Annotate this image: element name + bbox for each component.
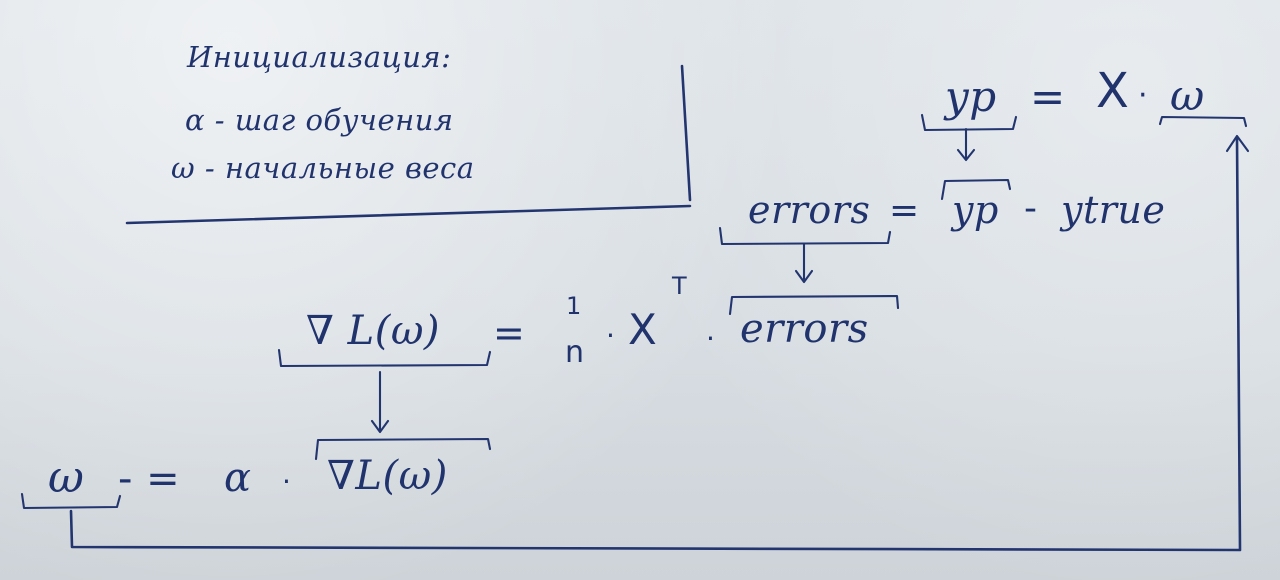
grad-n: n xyxy=(565,335,585,370)
xw-brace xyxy=(1158,115,1248,128)
update-grad-bracket xyxy=(314,437,492,461)
errors-ytrue: ytrue xyxy=(1061,188,1166,232)
grad-equals: = xyxy=(493,311,526,355)
errors-yp-bracket xyxy=(940,178,1012,201)
init-box-right-border xyxy=(680,64,692,202)
grad-errors-bracket xyxy=(728,294,900,316)
yp-down-arrow-head xyxy=(956,148,976,162)
update-w-brace xyxy=(20,492,122,510)
errors-down-arrow-head xyxy=(794,269,814,284)
init-box-bottom-border xyxy=(125,204,692,225)
grad-dot-2: · xyxy=(706,322,716,355)
errors-minus: - xyxy=(1024,188,1038,229)
init-title: Инициализация: xyxy=(187,40,452,74)
update-grad: ∇L(ω) xyxy=(327,453,448,499)
update-alpha: α xyxy=(224,455,252,501)
yp-lhs: yp xyxy=(945,72,997,121)
errors-brace xyxy=(718,226,892,246)
yp-equals: = xyxy=(1030,72,1066,121)
yp-dot: · xyxy=(1138,78,1149,113)
learning-rate-label: α - шаг обучения xyxy=(185,103,454,137)
grad-down-arrow-head xyxy=(370,419,390,434)
grad-lhs: ∇ L(ω) xyxy=(306,308,441,354)
grad-errors: errors xyxy=(740,306,869,352)
grad-dot-1: · xyxy=(606,319,616,352)
grad-one: 1 xyxy=(566,292,582,320)
grad-brace xyxy=(277,348,492,368)
yp-w: ω xyxy=(1170,71,1205,120)
errors-yp: yp xyxy=(952,188,999,232)
update-dot: · xyxy=(282,465,292,498)
initial-weights-label: ω - начальные веса xyxy=(171,151,475,185)
yp-x: X xyxy=(1096,63,1130,119)
errors-lhs: errors xyxy=(748,188,871,232)
errors-equals: = xyxy=(889,190,920,231)
update-operator: - = xyxy=(118,456,181,502)
update-w: ω xyxy=(48,452,85,503)
feedback-loop-line xyxy=(69,136,1242,552)
grad-x: X xyxy=(628,305,658,354)
yp-brace-top xyxy=(920,113,1018,132)
grad-transpose: T xyxy=(672,272,688,300)
feedback-up-arrow-head xyxy=(1225,134,1250,153)
